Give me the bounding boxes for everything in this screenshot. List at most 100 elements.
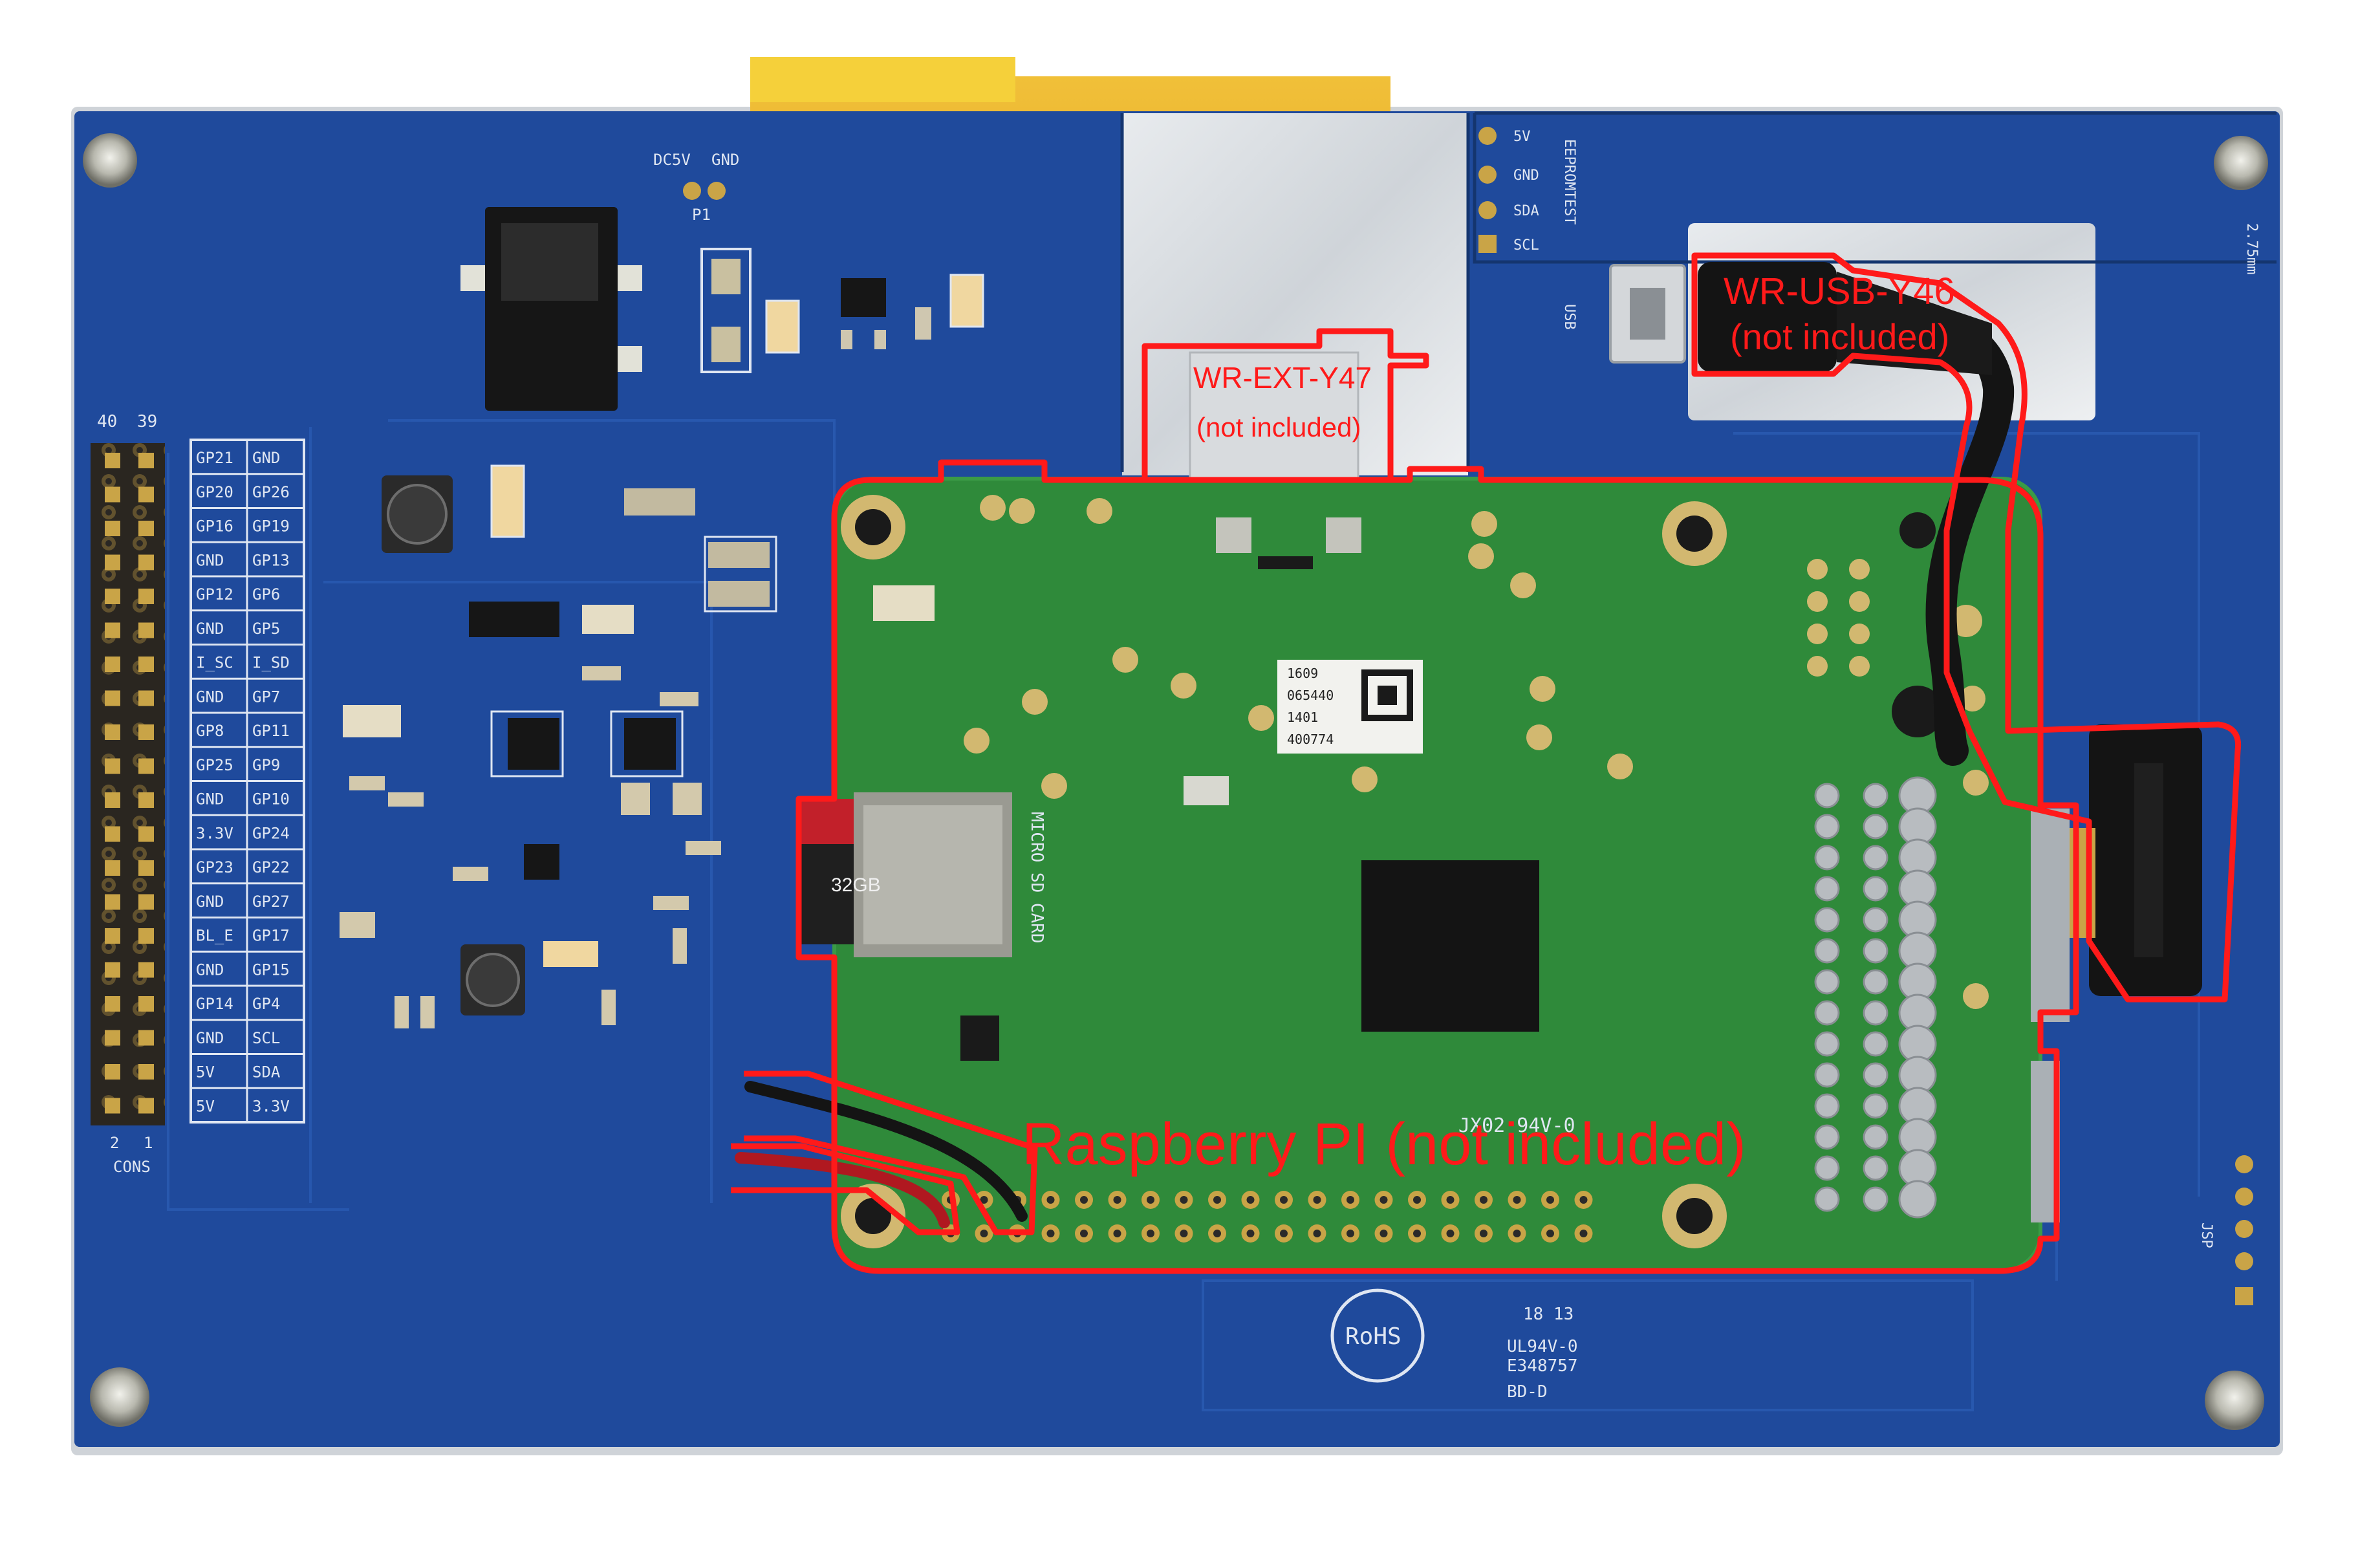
header-pin bbox=[105, 453, 120, 468]
header-pin bbox=[138, 860, 154, 876]
pin-label: GP14 bbox=[196, 995, 233, 1013]
header-pin bbox=[138, 521, 154, 536]
pin-label: GP10 bbox=[252, 790, 290, 809]
io-pad bbox=[1863, 1186, 1888, 1212]
pin-label: GND bbox=[252, 449, 280, 467]
ext-connector bbox=[1189, 351, 1359, 480]
board-code-3: BD-D bbox=[1507, 1382, 1548, 1402]
pin-label: GND bbox=[196, 688, 224, 706]
pin-40-label: 40 bbox=[97, 412, 117, 431]
io-pad bbox=[1863, 969, 1888, 995]
pin-label: GP17 bbox=[252, 927, 290, 945]
io-pad bbox=[1849, 656, 1870, 677]
io-pad bbox=[1814, 938, 1840, 964]
pin-label: I_SD bbox=[252, 654, 290, 672]
callout-outlines bbox=[731, 252, 2242, 1274]
pin-label: GP20 bbox=[196, 483, 233, 501]
io-pad bbox=[1814, 1155, 1840, 1181]
header-pin bbox=[138, 1064, 154, 1080]
pin-label: GP15 bbox=[252, 961, 290, 979]
io-pad bbox=[1849, 591, 1870, 612]
header-pin bbox=[138, 724, 154, 740]
board-code-1: E348757 bbox=[1507, 1356, 1578, 1376]
io-pad bbox=[1863, 938, 1888, 964]
io-pad bbox=[1863, 1093, 1888, 1119]
io-pad bbox=[1814, 1093, 1840, 1119]
header-pin bbox=[105, 758, 120, 774]
usb-callout-line-2: (not included) bbox=[1730, 316, 1949, 357]
header-pin bbox=[138, 826, 154, 842]
header-pin bbox=[105, 622, 120, 638]
io-pad bbox=[1814, 1124, 1840, 1150]
ext-callout-line-2: (not included) bbox=[1196, 412, 1361, 442]
pin-label: GP4 bbox=[252, 995, 280, 1013]
pin-label: GP9 bbox=[252, 756, 280, 774]
sd-capacity: 32GB bbox=[831, 874, 881, 896]
header-pin bbox=[105, 690, 120, 706]
eeprom-pin-5v: 5V bbox=[1513, 129, 1531, 145]
p1-label: P1 bbox=[692, 206, 711, 224]
sticker-line-1: 1609 bbox=[1287, 666, 1318, 681]
header-pin bbox=[138, 996, 154, 1012]
io-pad bbox=[1814, 1186, 1840, 1212]
header-pin bbox=[138, 758, 154, 774]
pin-label: GP22 bbox=[252, 858, 290, 876]
io-pad bbox=[1863, 1155, 1888, 1181]
usb-silk-label: USB bbox=[1561, 304, 1577, 330]
pin-label: GND bbox=[196, 790, 224, 809]
header-pin bbox=[105, 962, 120, 978]
pin-label: BL_E bbox=[196, 927, 233, 945]
io-pad bbox=[1863, 1124, 1888, 1150]
usb-callout-line-1: WR-USB-Y46 bbox=[1724, 270, 1955, 312]
dimension-note: 2.75mm bbox=[2244, 223, 2260, 274]
gpio-header-lcd bbox=[91, 443, 165, 1125]
io-pad bbox=[1814, 1031, 1840, 1057]
io-pad bbox=[1849, 559, 1870, 580]
pin-label: GP8 bbox=[196, 722, 224, 740]
io-pad bbox=[1849, 624, 1870, 644]
header-pin bbox=[105, 1064, 120, 1080]
pin-label: 5V bbox=[196, 1097, 215, 1115]
power-components bbox=[700, 248, 984, 373]
screw-bottom-right bbox=[2205, 1371, 2264, 1430]
io-pad bbox=[1814, 845, 1840, 871]
screw-top-right bbox=[2214, 136, 2268, 190]
eeprom-pin-sda: SDA bbox=[1513, 203, 1539, 219]
connector-name: CONS bbox=[113, 1158, 151, 1176]
rohs-mark: RoHS bbox=[1345, 1323, 1401, 1350]
header-pin bbox=[105, 928, 120, 944]
pin-label: GP27 bbox=[252, 893, 290, 911]
io-pad bbox=[1814, 876, 1840, 902]
pi-sticker bbox=[1277, 660, 1423, 754]
header-pin bbox=[105, 521, 120, 536]
pin-label: GP12 bbox=[196, 585, 233, 603]
pin-label: GND bbox=[196, 893, 224, 911]
header-pin bbox=[105, 894, 120, 910]
header-pin bbox=[105, 589, 120, 604]
pin-label: GP5 bbox=[252, 620, 280, 638]
io-pad bbox=[1807, 656, 1828, 677]
board-code-2: UL94V-0 bbox=[1507, 1337, 1578, 1356]
pin-label: 5V bbox=[196, 1063, 215, 1081]
sticker-line-4: 400774 bbox=[1287, 732, 1334, 747]
smd-components bbox=[340, 464, 770, 1028]
header-pin bbox=[138, 928, 154, 944]
header-pin bbox=[105, 860, 120, 876]
pi-io-pads bbox=[1807, 559, 1937, 1219]
pin-label: I_SC bbox=[196, 654, 233, 672]
pin-label: GP19 bbox=[252, 517, 290, 536]
pi-gpio-header bbox=[942, 1191, 1593, 1243]
pin-39-label: 39 bbox=[137, 412, 157, 431]
io-pad bbox=[1814, 1062, 1840, 1088]
io-pad bbox=[1863, 876, 1888, 902]
pin-label: GND bbox=[196, 620, 224, 638]
io-pad bbox=[1807, 624, 1828, 644]
pin-label: GP13 bbox=[252, 551, 290, 569]
header-pin bbox=[105, 724, 120, 740]
sticker-line-3: 1401 bbox=[1287, 710, 1318, 725]
header-pin bbox=[138, 894, 154, 910]
pin-1-label: 1 bbox=[144, 1134, 153, 1152]
pi-small-chip bbox=[960, 1015, 999, 1061]
eeprom-pin-gnd: GND bbox=[1513, 168, 1539, 184]
